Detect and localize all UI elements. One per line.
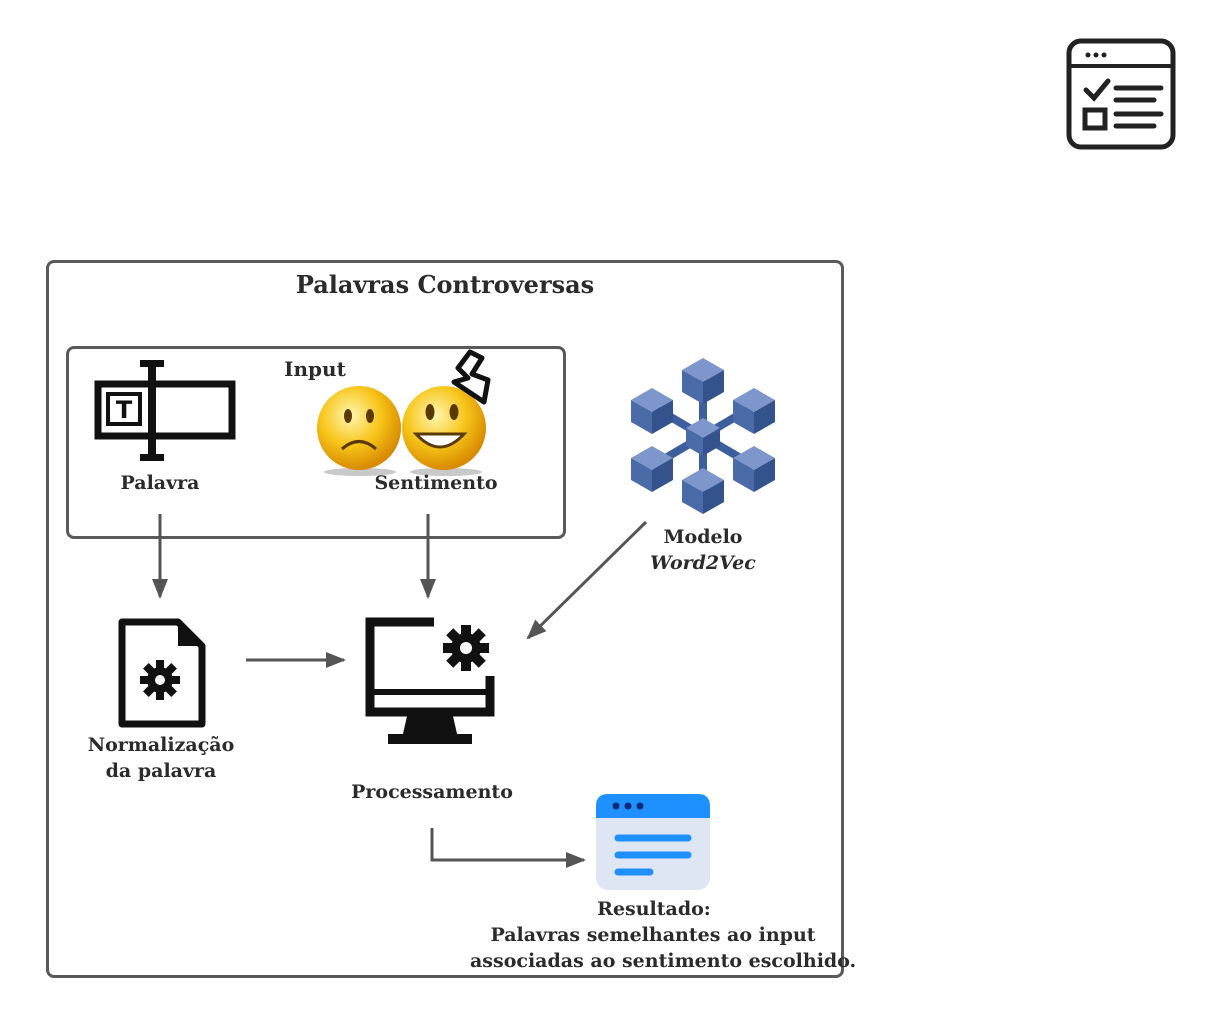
monitor-gear-icon [365,617,495,744]
processamento-label: Processamento [351,781,513,803]
browser-window-icon [596,794,710,890]
modelo-label: Modelo [663,526,743,548]
resultado-label-3: associadas ao sentimento escolhido. [470,950,857,972]
arrow-modelo-to-processamento [526,520,648,640]
text-cursor-field-icon: T [94,360,236,461]
diagram-title: Palavras Controversas [295,270,595,299]
arrow-processamento-to-resultado [430,828,586,868]
cube-network-icon [631,358,775,514]
normalizacao-label-2: da palavra [105,760,217,782]
document-gear-icon [118,618,206,728]
sentimento-label: Sentimento [374,472,498,494]
palavra-label: Palavra [120,472,200,494]
normalizacao-label-1: Normalização [87,734,235,756]
sad-happy-emoji-icon [317,349,491,476]
diagram-frame [46,260,844,978]
input-group [66,346,566,539]
resultado-label-1: Resultado: [597,898,711,920]
checklist-window-icon [1066,38,1176,150]
resultado-label-2: Palavras semelhantes ao input [490,924,816,946]
input-group-label: Input [284,357,346,381]
svg-text:T: T [116,396,133,424]
word2vec-label: Word2Vec [650,552,756,574]
